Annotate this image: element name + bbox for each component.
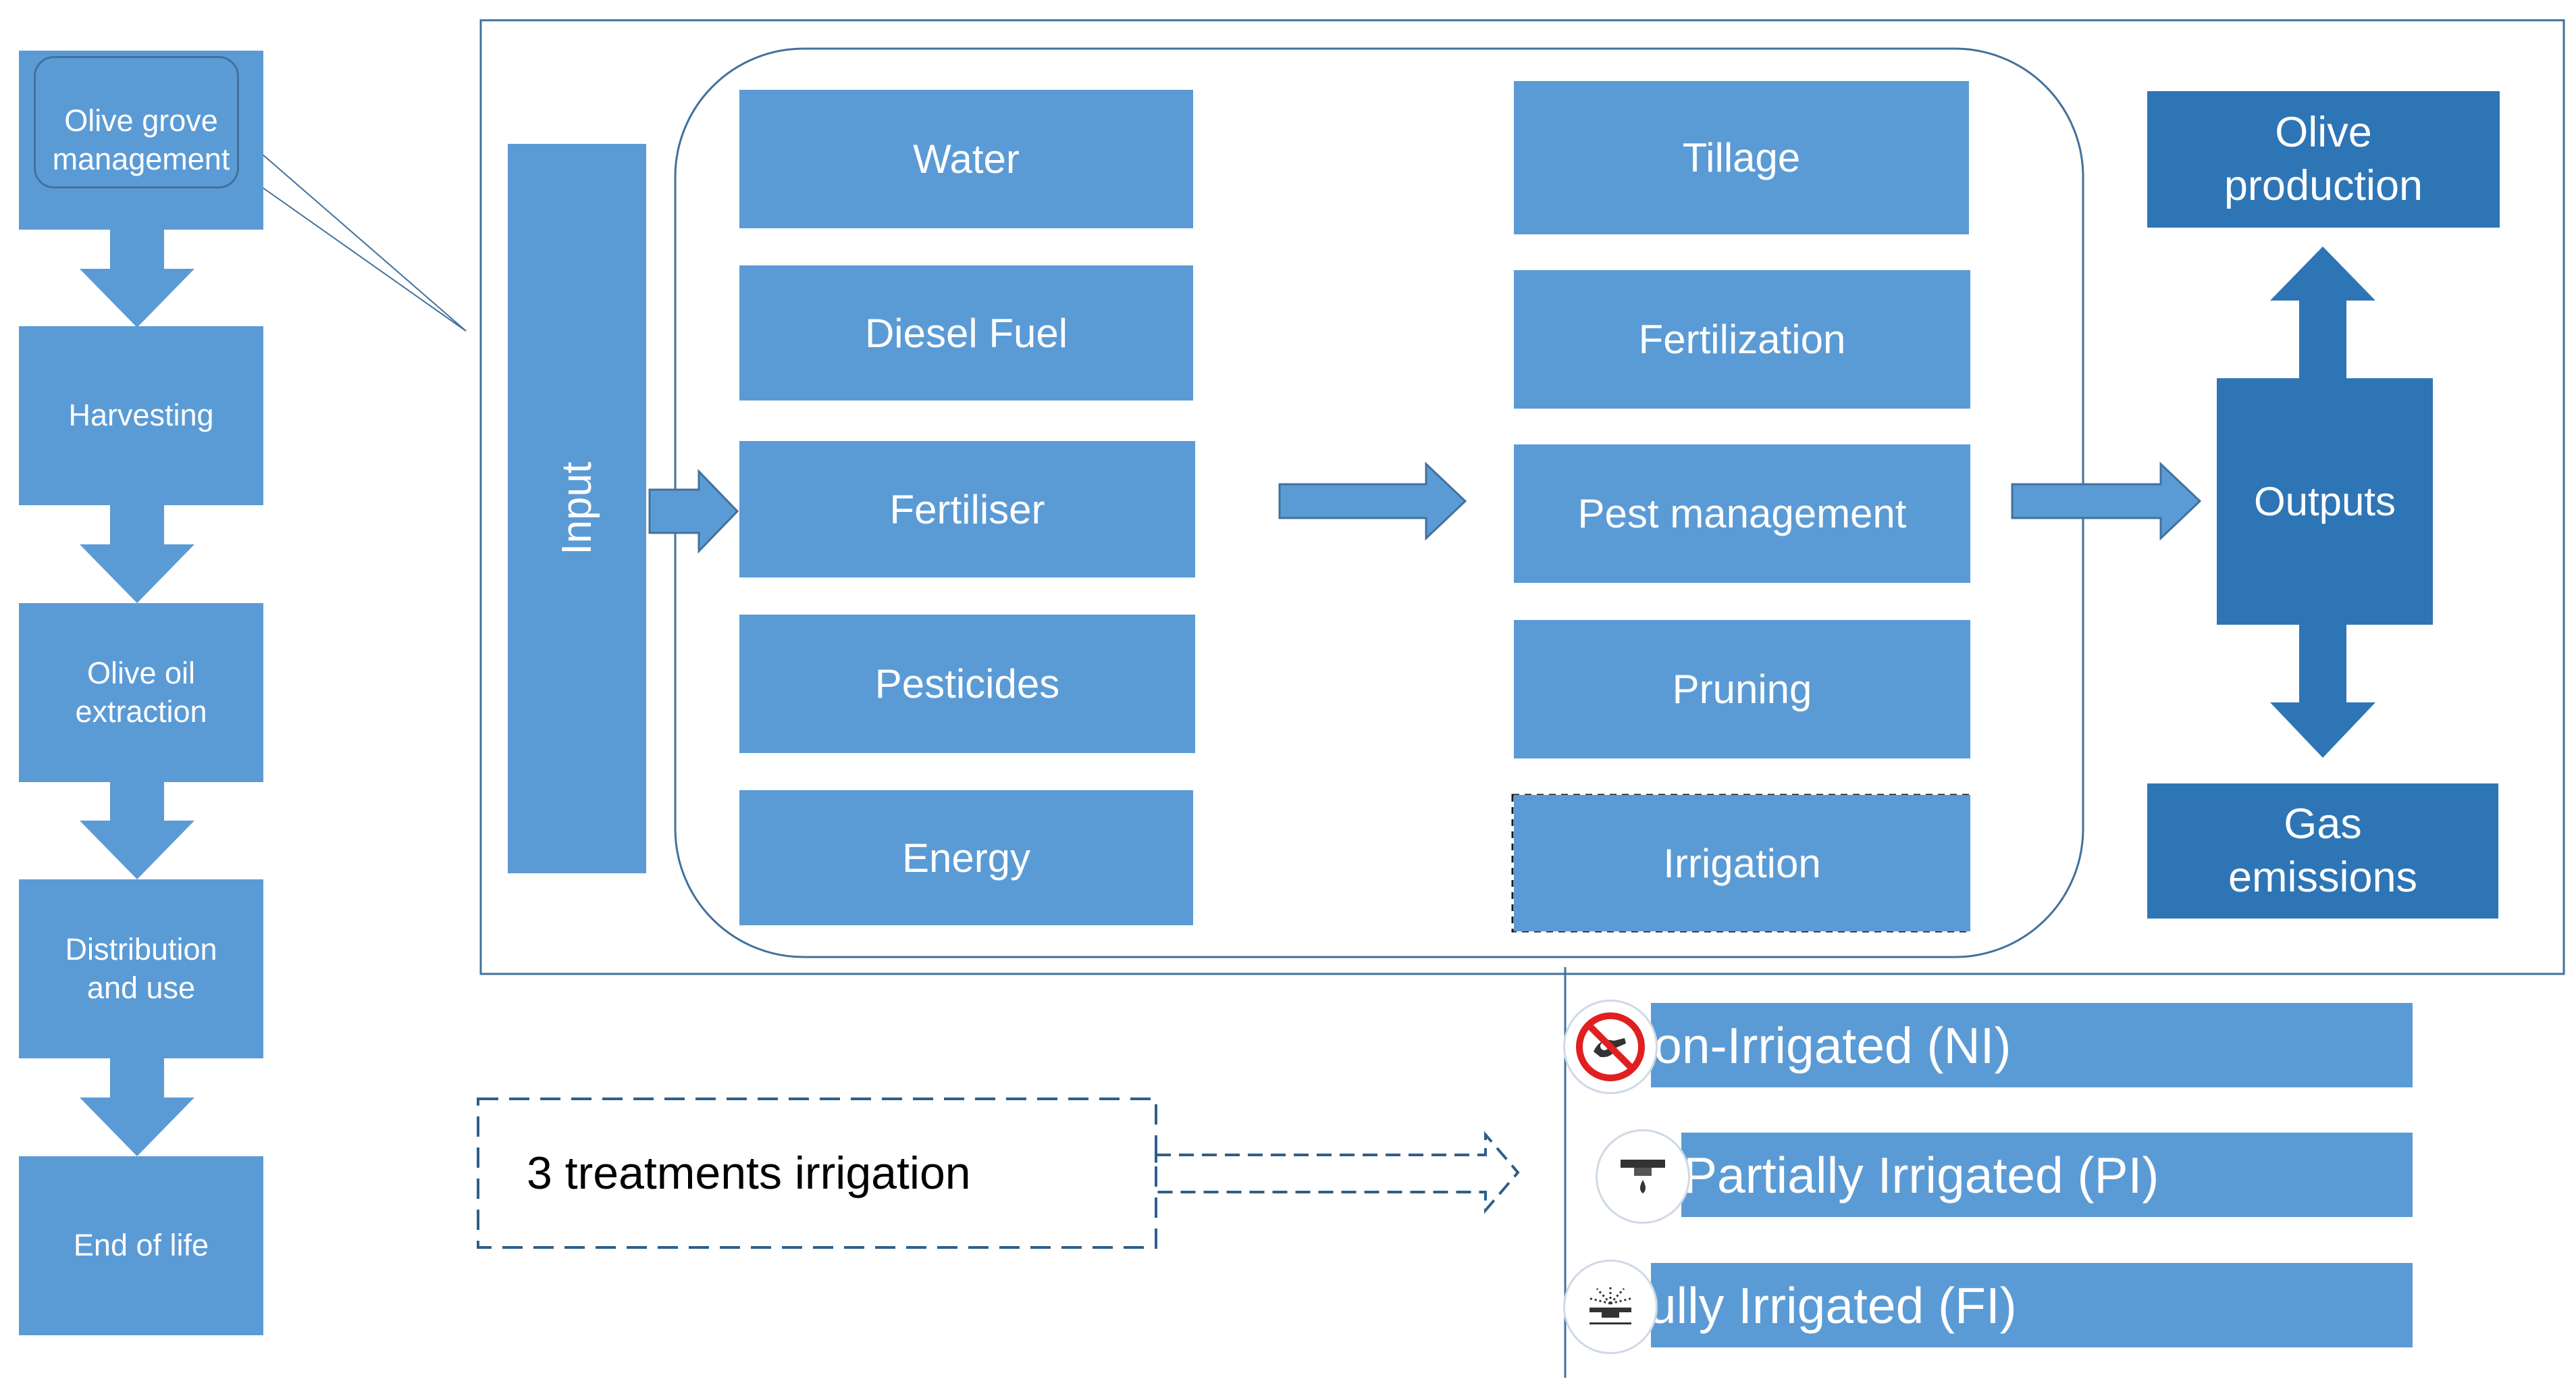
treatments-label-box: 3 treatments irrigation <box>478 1099 1156 1247</box>
operation-irrigation: Irrigation <box>1514 795 1970 931</box>
output-label: Gas emissions <box>2228 800 2418 901</box>
treatments-label-outline <box>477 1098 1157 1249</box>
input-pesticides: Pesticides <box>739 615 1195 753</box>
outputs-hub: Outputs <box>2217 378 2433 625</box>
stage-label: End of life <box>73 1228 209 1263</box>
zoom-line-bottom <box>241 172 467 332</box>
operation-label: Fertilization <box>1638 317 1846 362</box>
stage-end-of-life: End of life <box>19 1156 263 1335</box>
treatment-label: Non-Irrigated (NI) <box>1617 1016 2012 1074</box>
zoom-line-top <box>241 136 467 332</box>
output-up-arrow <box>2270 247 2375 378</box>
input-item-label: Diesel Fuel <box>864 310 1068 356</box>
outputs-label: Outputs <box>2253 479 2396 524</box>
operation-label: Tillage <box>1682 135 1801 180</box>
operations-to-outputs-arrow <box>2011 461 2202 541</box>
input-arrow <box>648 469 739 554</box>
treatment-fully-irrigated: Fully Irrigated (FI) <box>1617 1263 2413 1347</box>
stage-label: Distribution and use <box>65 932 217 1005</box>
input-diesel-fuel: Diesel Fuel <box>739 265 1193 401</box>
no-irrigation-icon <box>1563 1000 1658 1094</box>
stage-label: Olive grove management <box>52 103 230 176</box>
operation-pruning: Pruning <box>1514 620 1970 758</box>
operation-fertilization: Fertilization <box>1514 270 1970 409</box>
input-label: Input <box>553 462 600 555</box>
stage-arrow-4 <box>80 1058 194 1156</box>
stage-label: Harvesting <box>68 398 214 433</box>
inputs-to-operations-arrow <box>1278 461 1467 541</box>
operation-tillage: Tillage <box>1514 81 1969 234</box>
input-water: Water <box>739 90 1193 228</box>
treatment-label: Partially Irrigated (PI) <box>1683 1146 2159 1204</box>
stage-highlight-outline <box>34 56 239 188</box>
treatment-non-irrigated: Non-Irrigated (NI) <box>1617 1003 2413 1087</box>
stage-olive-grove-management: Olive grove management <box>19 51 263 230</box>
operation-label: Pest management <box>1577 491 1907 536</box>
input-energy: Energy <box>739 790 1193 925</box>
stage-harvesting: Harvesting <box>19 326 263 505</box>
stage-label: Olive oil extraction <box>75 656 207 729</box>
treatment-label: Fully Irrigated (FI) <box>1617 1276 2017 1334</box>
operation-pest-management: Pest management <box>1514 444 1970 583</box>
stage-arrow-1 <box>80 230 194 328</box>
drip-irrigation-icon <box>1596 1129 1690 1224</box>
output-down-arrow <box>2270 625 2375 758</box>
input-fertiliser: Fertiliser <box>739 441 1195 577</box>
stage-distribution-and-use: Distribution and use <box>19 879 263 1058</box>
output-gas-emissions: Gas emissions <box>2147 783 2498 919</box>
treatments-label: 3 treatments irrigation <box>527 1147 971 1199</box>
input-bar: Input <box>508 144 646 873</box>
input-item-label: Pesticides <box>874 661 1060 706</box>
system-boundary <box>479 19 2565 975</box>
input-item-label: Energy <box>901 835 1031 881</box>
treatment-partially-irrigated: Partially Irrigated (PI) <box>1681 1133 2413 1217</box>
stage-olive-oil-extraction: Olive oil extraction <box>19 603 263 782</box>
stage-arrow-3 <box>80 781 194 879</box>
sprinkler-irrigation-icon <box>1563 1260 1658 1354</box>
operation-label: Pruning <box>1672 667 1812 712</box>
output-label: Olive production <box>2224 109 2423 209</box>
stage-arrow-2 <box>80 505 194 603</box>
treatments-dashed-arrow <box>1155 1131 1520 1214</box>
output-olive-production: Olive production <box>2147 91 2500 228</box>
input-item-label: Fertiliser <box>889 486 1045 532</box>
operation-label: Irrigation <box>1663 840 1821 886</box>
input-item-label: Water <box>913 136 1020 182</box>
